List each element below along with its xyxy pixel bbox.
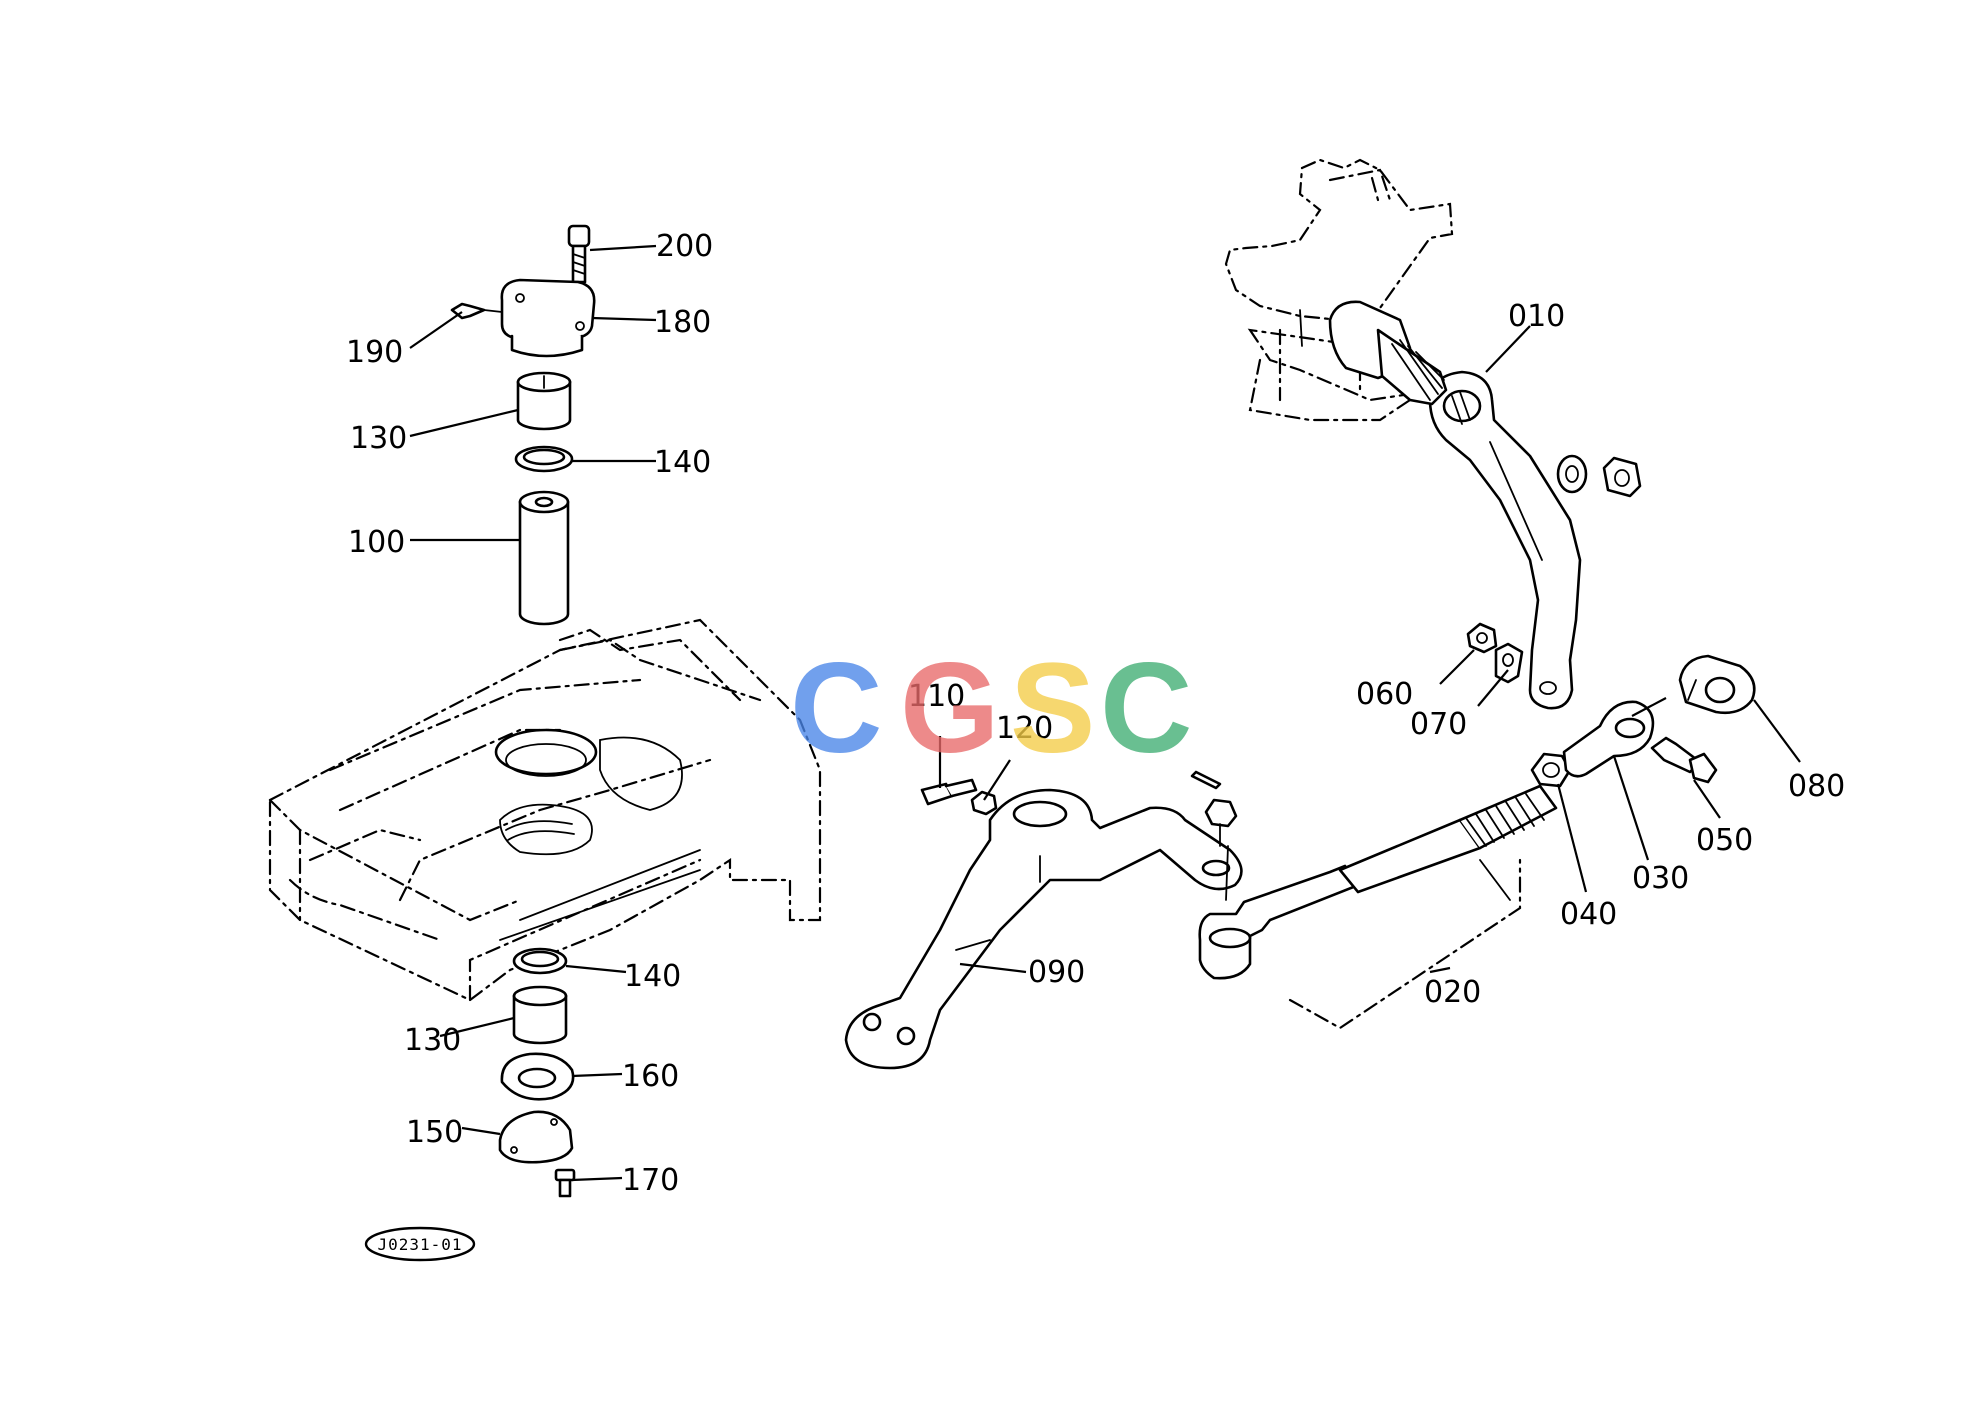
label-180: 180 [654,305,711,340]
label-040: 040 [1560,897,1617,932]
split-pin-070 [1494,642,1524,684]
label-100: 100 [348,525,405,560]
label-190: 190 [346,335,403,370]
grease-nipple-190 [450,302,503,320]
reference-code: J0231-01 [377,1235,462,1254]
nut-040 [1530,752,1572,788]
label-080: 080 [1788,769,1845,804]
bolt-200 [567,224,591,284]
watermark-letter-4: C [1100,637,1192,780]
tie-rod-end-030 [1562,700,1655,778]
watermark-letter-3: S [1010,637,1095,780]
bolt-170 [554,1168,576,1198]
leader-lines [409,244,1801,1182]
label-020: 020 [1424,975,1481,1010]
label-030: 030 [1632,861,1689,896]
bushing-130-lower [512,985,568,1045]
label-010: 010 [1508,299,1565,334]
label-090: 090 [1028,955,1085,990]
bolt-110 [920,778,978,806]
seal-140-upper [514,445,574,473]
label-110: 110 [908,679,965,714]
bolt-050 [1650,736,1718,784]
label-050: 050 [1696,823,1753,858]
label-150: 150 [406,1115,463,1150]
axle-housing [268,618,822,1002]
label-070: 070 [1410,707,1467,742]
cover-150 [498,1110,574,1164]
nut-pitman [1602,456,1642,498]
king-pin-100 [518,490,570,626]
castle-nut [1204,798,1238,847]
part-labels: 010 020 030 040 050 060 070 080 090 100 … [346,229,1845,1198]
nut-120 [970,790,998,816]
shim-160 [500,1052,575,1101]
label-140-lower: 140 [624,959,681,994]
washer-pitman [1556,454,1588,494]
bushing-130-upper [516,371,572,431]
seal-140-lower [512,947,568,975]
label-120: 120 [996,711,1053,746]
label-130-upper: 130 [350,421,407,456]
steering-gearbox [1224,158,1454,422]
boot-080 [1678,654,1756,715]
knuckle-arm-090 [844,788,1243,1070]
watermark-letter-1: C [790,637,882,780]
label-170: 170 [622,1163,679,1198]
label-060: 060 [1356,677,1413,712]
watermark-logo: C G S C [790,637,1192,780]
cotter-pin [1190,770,1222,790]
drawing-reference: J0231-01 [364,1226,476,1262]
label-140-upper: 140 [654,445,711,480]
watermark-letter-2: G [900,637,1000,780]
washer-060 [1466,622,1498,654]
label-200: 200 [656,229,713,264]
label-130-lower: 130 [404,1023,461,1058]
label-160: 160 [622,1059,679,1094]
cap-180 [500,278,596,358]
pitman-arm-010 [1428,370,1582,710]
tie-rod-020 [1198,784,1558,1030]
